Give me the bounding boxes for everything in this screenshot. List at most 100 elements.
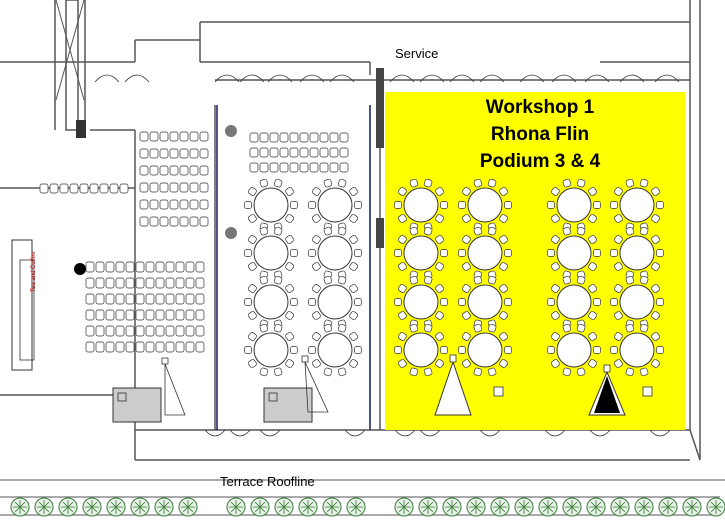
chair-icon bbox=[85, 309, 95, 321]
tree-icon bbox=[706, 497, 725, 517]
chair-icon bbox=[169, 165, 179, 176]
chair-icon bbox=[651, 332, 661, 341]
chair-icon bbox=[397, 187, 407, 196]
tree-branch bbox=[614, 501, 626, 513]
chair-icon bbox=[588, 214, 598, 223]
chair-icon bbox=[461, 284, 471, 293]
chair-icon bbox=[610, 346, 618, 354]
chair-icon bbox=[115, 325, 125, 337]
chair-icon bbox=[95, 309, 105, 321]
tree-branch bbox=[494, 501, 506, 513]
round-table-icon bbox=[610, 226, 664, 280]
chair-icon bbox=[115, 261, 125, 273]
chair-icon bbox=[308, 346, 316, 354]
chair-icon bbox=[159, 131, 169, 142]
chair-icon bbox=[504, 201, 512, 209]
column bbox=[65, 0, 79, 131]
chair-icon bbox=[105, 309, 115, 321]
chair-icon bbox=[308, 249, 316, 257]
chair-icon bbox=[487, 367, 497, 377]
chair-icon bbox=[273, 275, 283, 285]
chair-icon bbox=[95, 341, 105, 353]
tree-icon bbox=[58, 497, 78, 517]
tree-icon bbox=[490, 497, 510, 517]
chair-icon bbox=[435, 214, 445, 223]
chair-icon bbox=[139, 165, 149, 176]
chair-icon bbox=[329, 132, 339, 143]
chair-icon bbox=[115, 293, 125, 305]
chair-icon bbox=[139, 148, 149, 159]
door-icon bbox=[519, 74, 545, 83]
chair-icon bbox=[550, 262, 560, 271]
round-table-icon bbox=[244, 275, 298, 329]
tree-icon bbox=[466, 497, 486, 517]
chair-icon bbox=[125, 341, 135, 353]
chair-icon bbox=[499, 359, 509, 368]
table-top bbox=[556, 187, 592, 223]
chair-icon bbox=[394, 346, 402, 354]
chair-icon bbox=[289, 132, 299, 143]
chair-icon bbox=[85, 261, 95, 273]
chair-icon bbox=[625, 323, 635, 333]
table-top bbox=[467, 235, 503, 271]
chair-icon bbox=[159, 199, 169, 210]
chair-icon bbox=[397, 235, 407, 244]
chair-icon bbox=[105, 293, 115, 305]
chair-icon bbox=[625, 367, 635, 377]
lectern-icon bbox=[268, 392, 278, 402]
partition-stack bbox=[376, 68, 384, 148]
chair-icon bbox=[269, 132, 279, 143]
chair-icon bbox=[165, 341, 175, 353]
chair-icon bbox=[473, 323, 483, 333]
chair-icon bbox=[613, 311, 623, 320]
chair-icon bbox=[159, 148, 169, 159]
table-top bbox=[619, 187, 655, 223]
chair-icon bbox=[149, 165, 159, 176]
chair-icon bbox=[259, 162, 269, 173]
chair-icon bbox=[435, 311, 445, 320]
table-top bbox=[253, 332, 289, 368]
chair-icon bbox=[337, 323, 347, 333]
chair-icon bbox=[289, 162, 299, 173]
door-icon bbox=[389, 74, 415, 83]
chair-icon bbox=[349, 235, 359, 244]
chair-icon bbox=[135, 325, 145, 337]
chair-icon bbox=[613, 187, 623, 196]
projector-icon bbox=[161, 357, 169, 365]
chair-icon bbox=[189, 199, 199, 210]
screen-icon bbox=[594, 376, 620, 413]
door-icon bbox=[589, 429, 611, 437]
chair-icon bbox=[499, 311, 509, 320]
table-top bbox=[619, 235, 655, 271]
chair-icon bbox=[290, 346, 298, 354]
chair-icon bbox=[319, 132, 329, 143]
chair-icon bbox=[175, 309, 185, 321]
chair-icon bbox=[588, 187, 598, 196]
tree-icon bbox=[442, 497, 462, 517]
chair-icon bbox=[461, 187, 471, 196]
chair-icon bbox=[199, 131, 209, 142]
chair-icon bbox=[610, 249, 618, 257]
chair-icon bbox=[195, 261, 205, 273]
door-icon bbox=[449, 74, 475, 83]
chair-icon bbox=[349, 359, 359, 368]
chair-icon bbox=[409, 226, 419, 236]
round-table-icon bbox=[458, 323, 512, 377]
chair-icon bbox=[593, 346, 601, 354]
chair-icon bbox=[409, 275, 419, 285]
lectern-icon bbox=[493, 386, 504, 397]
chair-icon bbox=[329, 162, 339, 173]
chair-icon bbox=[95, 325, 105, 337]
chair-icon bbox=[550, 187, 560, 196]
terrace-planters bbox=[10, 497, 725, 517]
chair-icon bbox=[185, 341, 195, 353]
chair-icon bbox=[145, 341, 155, 353]
chair-icon bbox=[155, 293, 165, 305]
chair-icon bbox=[397, 284, 407, 293]
chair-icon bbox=[547, 249, 555, 257]
chair-icon bbox=[285, 359, 295, 368]
table-top bbox=[619, 332, 655, 368]
chair-icon bbox=[562, 323, 572, 333]
door-icon bbox=[419, 429, 441, 437]
chair-icon bbox=[499, 332, 509, 341]
